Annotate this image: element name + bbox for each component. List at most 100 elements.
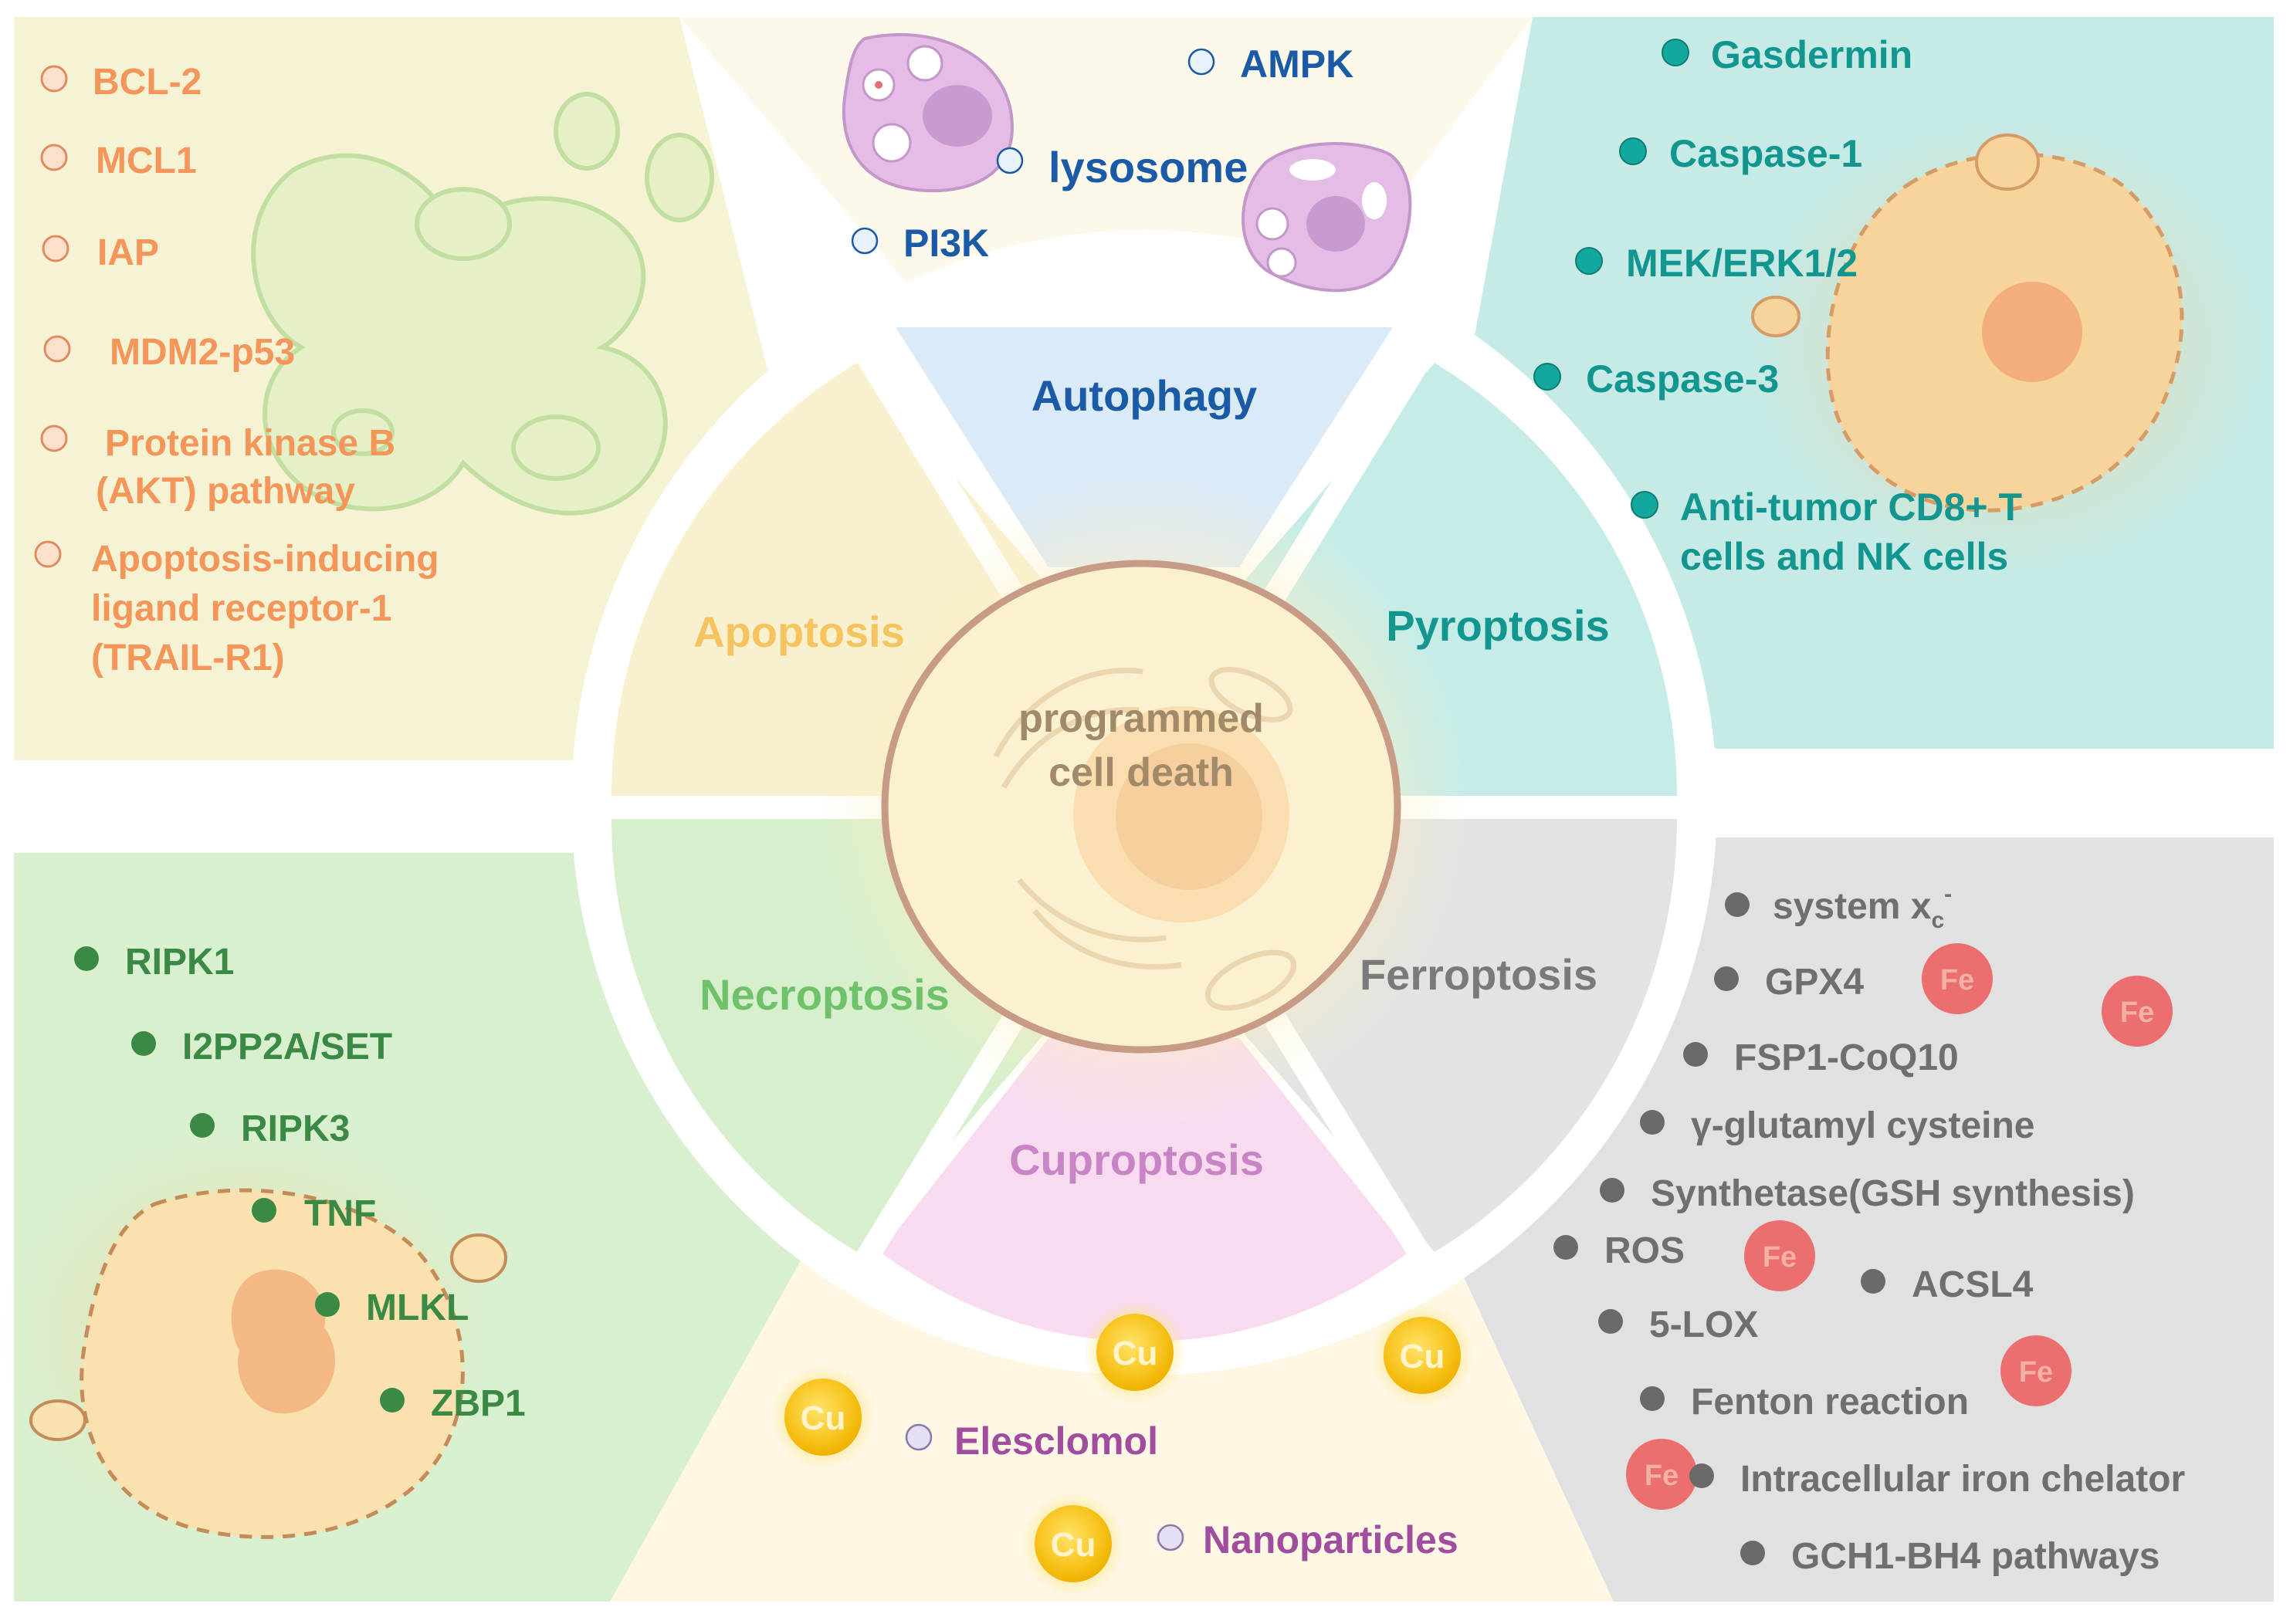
pyroptosis-item-5-line1: Anti-tumor CD8+ T [1680, 486, 2022, 529]
autophagy-cell-illustration-2 [1242, 142, 1412, 293]
cuproptosis-item-1: Elesclomol [954, 1419, 1158, 1463]
center-nucleolus [1116, 743, 1262, 890]
fe-ion-label: Fe [1940, 964, 1974, 996]
fe-ion [1626, 1439, 1697, 1510]
label-pyroptosis: Pyroptosis [1386, 601, 1609, 650]
fe-ion [1922, 943, 1993, 1014]
label-apoptosis: Apoptosis [693, 607, 905, 656]
bullet [1553, 1235, 1578, 1260]
ferroptosis-item-9: Fenton reaction [1691, 1382, 1969, 1423]
bullet [1157, 1524, 1184, 1551]
autophagy-item-pi3k: PI3K [903, 222, 989, 265]
bullet [1640, 1386, 1665, 1411]
bullet [1631, 491, 1658, 519]
cu-ion [784, 1379, 862, 1456]
bullet [74, 946, 99, 971]
bullet [1619, 137, 1647, 165]
ferroptosis-list: system xc- GPX4 FSP1-CoQ10 γ-glutamyl cy… [1553, 881, 2185, 1577]
bullet [40, 65, 68, 93]
bullet [1598, 1309, 1623, 1334]
pyroptosis-item-4: Caspase-3 [1586, 357, 1779, 401]
bullet [1600, 1178, 1624, 1203]
bullet [40, 144, 68, 171]
bullet [1662, 39, 1689, 66]
ferroptosis-item-8: 5-LOX [1649, 1304, 1758, 1345]
fe-ion-label: Fe [1763, 1241, 1797, 1274]
pyroptosis-list: Gasdermin Caspase-1 MEK/ERK1/2 Caspase-3… [1533, 33, 2022, 578]
cu-ion-label: Cu [1113, 1335, 1158, 1372]
necroptosis-item-4: TNF [304, 1193, 376, 1234]
apoptosis-cell-illustration [251, 92, 714, 516]
pyroptosis-item-3: MEK/ERK1/2 [1626, 242, 1858, 285]
necroptosis-item-1: RIPK1 [125, 942, 234, 983]
fe-ion [2102, 976, 2173, 1047]
pyroptosis-item-1: Gasdermin [1711, 33, 1912, 76]
autophagy-cell-illustration-1 [842, 32, 1014, 193]
ferroptosis-item-11: GCH1-BH4 pathways [1791, 1536, 2160, 1577]
necroptosis-cell-illustration [0, 1127, 507, 1544]
apoptosis-item-6-line3: (TRAIL-R1) [91, 638, 285, 678]
apoptosis-item-2: MCL1 [96, 140, 197, 181]
apoptosis-item-6-line2: ligand receptor-1 [91, 588, 391, 629]
cu-ion-label: Cu [1051, 1526, 1096, 1564]
cu-ion [1096, 1314, 1174, 1391]
bullet [1683, 1042, 1708, 1067]
center-title-line1: programmed [1018, 696, 1264, 741]
label-ferroptosis: Ferroptosis [1360, 950, 1597, 999]
apoptosis-item-5-line2: (AKT) pathway [96, 471, 355, 512]
necroptosis-item-6: ZBP1 [431, 1383, 526, 1424]
label-cuproptosis: Cuproptosis [1009, 1135, 1264, 1184]
bullet [851, 227, 879, 255]
label-necroptosis: Necroptosis [700, 970, 950, 1019]
ferroptosis-item-2: GPX4 [1765, 962, 1864, 1003]
bullet [380, 1388, 405, 1413]
bullet [34, 540, 62, 568]
cu-ion [1384, 1317, 1461, 1394]
necroptosis-item-3: RIPK3 [241, 1108, 350, 1149]
bullet [1861, 1269, 1885, 1294]
bullet [131, 1031, 156, 1056]
bullet [43, 335, 71, 363]
pyroptosis-item-2: Caspase-1 [1669, 132, 1862, 175]
center-cell-organelles [993, 667, 1297, 1011]
cuproptosis-panel [610, 1243, 1629, 1602]
fe-ion-label: Fe [2019, 1356, 2053, 1389]
apoptosis-item-5-line1: Protein kinase B [105, 423, 395, 464]
apoptosis-item-1: BCL-2 [93, 62, 202, 103]
bullet [40, 425, 68, 452]
bullet [42, 235, 69, 262]
fe-ion-label: Fe [1645, 1460, 1679, 1492]
ferroptosis-item-5: Synthetase(GSH synthesis) [1651, 1173, 2135, 1214]
ferroptosis-item-1: system xc- [1773, 881, 1952, 933]
apoptosis-item-6-line1: Apoptosis-inducing [91, 539, 439, 580]
bullet [190, 1113, 215, 1138]
cu-ion [1035, 1505, 1112, 1582]
center-title-line2: cell death [1048, 750, 1234, 795]
bullet [1187, 48, 1215, 76]
bullet [315, 1292, 340, 1317]
bullet [1740, 1541, 1765, 1565]
ferroptosis-item-3: FSP1-CoQ10 [1734, 1037, 1959, 1078]
fe-ions: Fe Fe Fe Fe Fe [1626, 943, 2173, 1510]
necroptosis-list: RIPK1 I2PP2A/SET RIPK3 TNF MLKL ZBP1 [74, 942, 526, 1424]
autophagy-list: AMPK lysosome PI3K [851, 42, 1353, 265]
apoptosis-item-3: IAP [97, 232, 159, 273]
autophagy-item-ampk: AMPK [1240, 42, 1353, 86]
cuproptosis-list: Elesclomol Nanoparticles [905, 1419, 1458, 1561]
apoptosis-list: BCL-2 MCL1 IAP MDM2-p53 Protein kinase B… [34, 62, 439, 678]
bullet [1533, 363, 1561, 391]
bullet [905, 1423, 933, 1451]
cu-ions: Cu Cu Cu Cu [772, 1301, 1473, 1595]
bullet [1714, 966, 1739, 991]
pyroptosis-item-5-line2: cells and NK cells [1680, 535, 2008, 578]
fe-ion [1744, 1220, 1815, 1291]
bullet [1640, 1110, 1665, 1135]
bullet [996, 147, 1024, 174]
cuproptosis-item-2: Nanoparticles [1203, 1518, 1458, 1561]
bullet [1725, 892, 1750, 917]
label-autophagy: Autophagy [1032, 371, 1257, 420]
autophagy-item-lysosome: lysosome [1048, 143, 1248, 191]
fe-ion-label: Fe [2120, 996, 2154, 1029]
apoptosis-item-4: MDM2-p53 [110, 332, 295, 373]
